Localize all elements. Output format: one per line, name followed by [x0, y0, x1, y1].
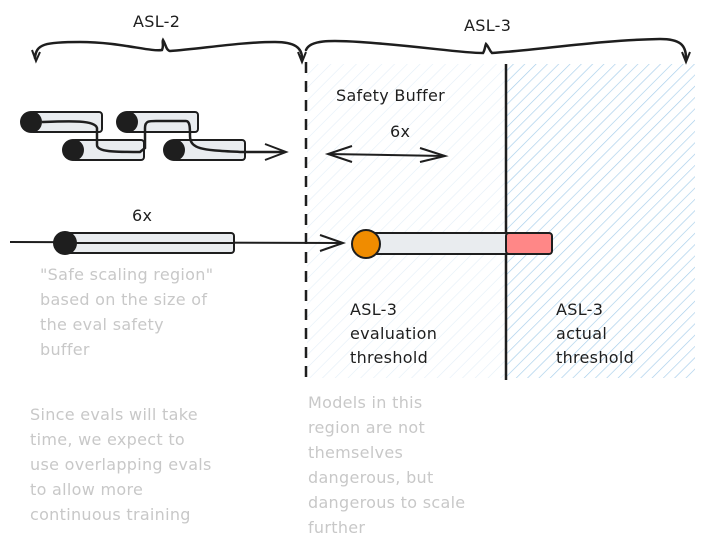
evaluation-threshold-label: ASL-3 evaluation threshold — [350, 298, 437, 370]
threshold-bar — [351, 229, 553, 259]
note-line: dangerous to scale — [308, 493, 466, 512]
safety-buffer-title: Safety Buffer — [336, 86, 445, 105]
eval-start-point — [20, 111, 42, 133]
label-line: threshold — [350, 348, 429, 367]
note-line: themselves — [308, 443, 404, 462]
note-line: continuous training — [30, 505, 191, 524]
evaluation-threshold-point — [351, 229, 381, 259]
note-line: buffer — [40, 340, 90, 359]
note-line: to allow more — [30, 480, 144, 499]
note-line: dangerous, but — [308, 468, 434, 487]
safety-buffer-multiplier: 6x — [390, 122, 411, 141]
overlapping-evals-note: Since evals will take time, we expect to… — [30, 402, 212, 527]
asl2-brace — [33, 37, 304, 60]
note-line: the eval safety — [40, 315, 164, 334]
buffer-bar — [365, 232, 509, 255]
label-line: evaluation — [350, 324, 438, 343]
asl2-brace-left-tip — [31, 49, 41, 64]
scaling-multiplier: 6x — [132, 206, 153, 225]
actual-threshold-label: ASL-3 actual threshold — [556, 298, 634, 370]
asl3-danger-region — [507, 64, 695, 378]
note-line: based on the size of — [40, 290, 208, 309]
asl2-label: ASL-2 — [133, 12, 181, 31]
note-line: "Safe scaling region" — [40, 265, 214, 284]
note-line: Since evals will take — [30, 405, 198, 424]
asl2-brace-right-tip — [297, 51, 307, 65]
note-line: region are not — [308, 418, 426, 437]
arrow-head — [264, 143, 289, 161]
eval-start-point — [62, 139, 84, 161]
label-line: ASL-3 — [556, 300, 604, 319]
note-line: use overlapping evals — [30, 455, 212, 474]
label-line: threshold — [556, 348, 635, 367]
training-path — [41, 119, 285, 154]
asl3-label: ASL-3 — [464, 16, 512, 35]
safe-scaling-note: "Safe scaling region" based on the size … — [40, 262, 213, 362]
label-line: actual — [556, 324, 608, 343]
eval-start-point — [116, 111, 138, 133]
note-line: further — [308, 518, 366, 537]
overlapping-evals — [20, 111, 289, 161]
eval-start-point — [163, 139, 185, 161]
note-line: time, we expect to — [30, 430, 185, 449]
danger-bar — [505, 232, 553, 255]
safety-buffer-arrow — [324, 145, 449, 163]
label-line: ASL-3 — [350, 300, 398, 319]
asl3-brace-right-tip — [681, 51, 691, 65]
note-line: Models in this — [308, 393, 423, 412]
asl3-brace — [304, 37, 688, 60]
current-model-point — [53, 231, 77, 255]
scaling-line — [9, 231, 347, 255]
safety-buffer-region — [307, 64, 507, 378]
buffer-models-note: Models in this region are not themselves… — [308, 390, 465, 540]
